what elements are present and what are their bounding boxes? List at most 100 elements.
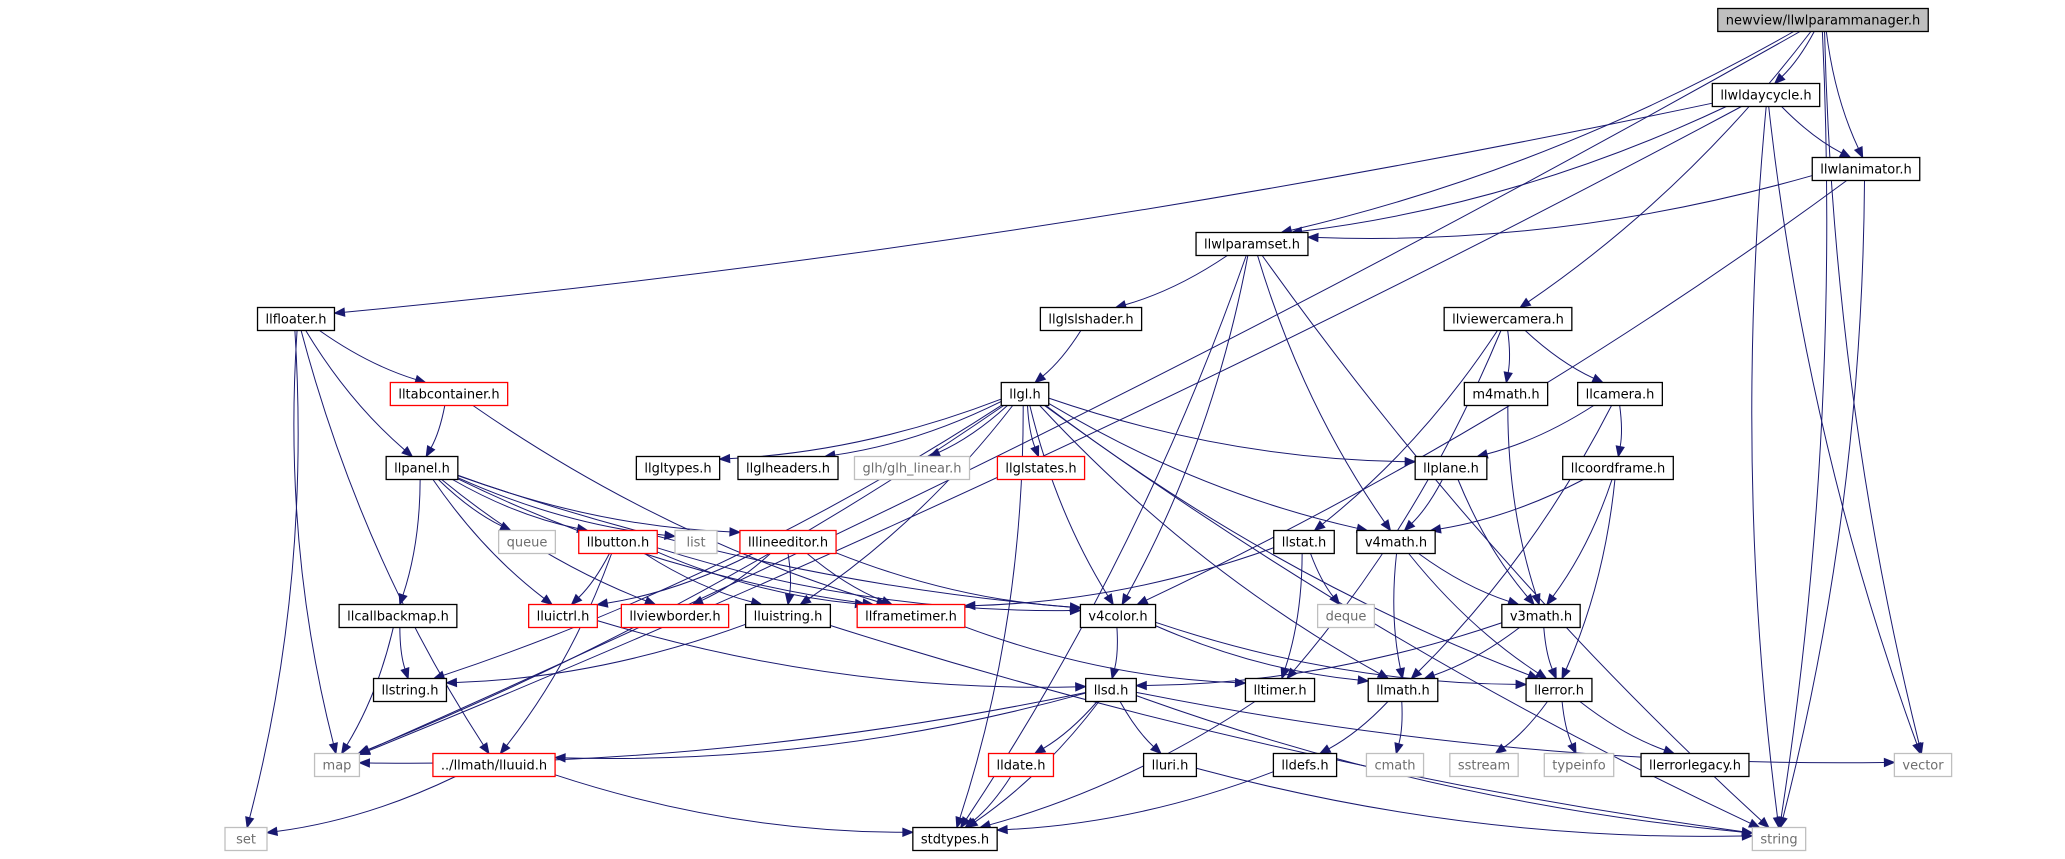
edge-button-to-uictrl xyxy=(570,553,610,606)
node-box xyxy=(1543,752,1615,778)
edge-arrowhead xyxy=(1030,444,1040,458)
node-viewercamera[interactable]: llviewercamera.h xyxy=(1443,306,1573,332)
edge-line xyxy=(644,553,753,603)
edge-v4math-to-llerror xyxy=(1408,553,1548,680)
edge-line xyxy=(1125,255,1228,306)
node-box xyxy=(1414,455,1488,481)
node-list: list xyxy=(674,529,718,555)
node-lldefs[interactable]: lldefs.h xyxy=(1272,752,1338,778)
edge-arrowhead xyxy=(400,667,410,680)
node-camera[interactable]: llcamera.h xyxy=(1577,381,1663,407)
node-box xyxy=(996,455,1086,481)
node-label: llcallbackmap.h xyxy=(347,610,449,625)
edge-arrowhead xyxy=(902,827,915,837)
edge-floater-to-set xyxy=(245,330,299,829)
node-glheaders[interactable]: llglheaders.h xyxy=(737,455,839,481)
node-box xyxy=(1525,677,1593,703)
edge-line xyxy=(319,330,417,381)
edge-line xyxy=(293,330,334,744)
node-floater[interactable]: llfloater.h xyxy=(256,306,336,332)
node-callbackmap[interactable]: llcallbackmap.h xyxy=(338,603,458,629)
node-tabcontainer[interactable]: lltabcontainer.h xyxy=(389,381,509,407)
node-v4math[interactable]: v4math.h xyxy=(1356,529,1436,555)
edge-line xyxy=(1284,553,1303,670)
node-llstring[interactable]: llstring.h xyxy=(372,677,448,703)
node-lldate[interactable]: lldate.h xyxy=(987,752,1055,778)
edge-line xyxy=(1196,767,1743,837)
node-llmath[interactable]: llmath.h xyxy=(1367,677,1439,703)
edge-arrowhead xyxy=(1561,666,1571,680)
edge-line xyxy=(1619,405,1623,447)
node-lluri[interactable]: lluri.h xyxy=(1142,752,1198,778)
edge-camera-to-coordframe xyxy=(1615,405,1625,458)
node-uictrl[interactable]: lluictrl.h xyxy=(528,603,598,629)
node-label: lltabcontainer.h xyxy=(398,388,499,403)
edge-stat-to-timer xyxy=(1280,553,1303,680)
node-root[interactable]: newview/llwlparammanager.h xyxy=(1717,7,1929,33)
node-label: llstat.h xyxy=(1282,536,1327,551)
node-llsd[interactable]: llsd.h xyxy=(1085,677,1137,703)
node-panel[interactable]: llpanel.h xyxy=(385,455,459,481)
edge-arrowhead xyxy=(499,742,511,755)
node-frametimer[interactable]: llframetimer.h xyxy=(856,603,966,629)
edge-panel-to-button xyxy=(452,479,589,534)
node-button[interactable]: llbutton.h xyxy=(578,529,658,555)
node-gltypes[interactable]: llgltypes.h xyxy=(635,455,721,481)
node-paramset[interactable]: llwlparamset.h xyxy=(1195,231,1309,257)
node-timer[interactable]: lltimer.h xyxy=(1244,677,1316,703)
node-glhlinear: glh/glh_linear.h xyxy=(853,455,971,481)
node-uistring[interactable]: lluistring.h xyxy=(744,603,832,629)
node-animator[interactable]: llwlanimator.h xyxy=(1811,156,1921,182)
node-box xyxy=(1711,82,1821,108)
node-label: llmath.h xyxy=(1376,684,1430,699)
edge-arrowhead xyxy=(1150,742,1162,755)
edge-arrowhead xyxy=(425,445,436,458)
node-label: v4math.h xyxy=(1365,536,1427,551)
node-label: llgl.h xyxy=(1009,388,1040,403)
edge-line xyxy=(1155,621,1517,685)
node-glstates[interactable]: llglstates.h xyxy=(996,455,1086,481)
node-label: llviewborder.h xyxy=(629,610,720,625)
node-daycycle[interactable]: llwldaycycle.h xyxy=(1711,82,1821,108)
node-stat[interactable]: llstat.h xyxy=(1273,529,1335,555)
node-label: m4math.h xyxy=(1472,388,1539,403)
edge-arrowhead xyxy=(995,824,1008,835)
node-coordframe[interactable]: llcoordframe.h xyxy=(1562,455,1674,481)
edge-arrowhead xyxy=(265,826,279,837)
node-v4color[interactable]: v4color.h xyxy=(1079,603,1157,629)
node-plane[interactable]: llplane.h xyxy=(1414,455,1488,481)
node-stdtypes[interactable]: stdtypes.h xyxy=(912,826,998,852)
node-llgl[interactable]: llgl.h xyxy=(1000,381,1050,407)
edge-line xyxy=(1146,622,1503,687)
edge-line xyxy=(1007,771,1274,831)
node-label: list xyxy=(686,536,705,551)
node-viewborder[interactable]: llviewborder.h xyxy=(620,603,730,629)
edge-arrowhead xyxy=(1773,72,1786,85)
edge-line xyxy=(1751,106,1779,818)
node-lluuid[interactable]: ../llmath/lluuid.h xyxy=(432,752,556,778)
edge-line xyxy=(1155,625,1359,681)
edge-arrowhead xyxy=(1134,680,1147,691)
edge-arrowhead xyxy=(358,758,371,768)
edge-line xyxy=(964,626,1236,684)
edge-arrowhead xyxy=(1523,593,1535,606)
node-box xyxy=(1449,752,1519,778)
node-errorlegacy[interactable]: llerrorlegacy.h xyxy=(1640,752,1750,778)
edge-lineeditor-to-v4color xyxy=(835,552,1082,612)
edge-arrowhead xyxy=(799,594,812,606)
node-label: set xyxy=(236,833,256,848)
node-label: llglslshader.h xyxy=(1048,313,1133,328)
edge-llgl-to-glhlinear xyxy=(928,405,1008,458)
node-glslshader[interactable]: llglslshader.h xyxy=(1039,306,1143,332)
node-m4math[interactable]: m4math.h xyxy=(1463,381,1549,407)
edge-root-to-vector xyxy=(1824,31,1924,755)
node-llerror[interactable]: llerror.h xyxy=(1525,677,1593,703)
edge-line xyxy=(1457,479,1528,598)
edge-line xyxy=(989,701,1256,826)
node-box xyxy=(856,603,966,629)
edge-arrowhead xyxy=(1567,741,1577,755)
node-lineeditor[interactable]: lllineeditor.h xyxy=(739,529,837,555)
node-v3math[interactable]: v3math.h xyxy=(1501,603,1581,629)
edge-llsd-to-lluuid xyxy=(553,692,1086,763)
edge-line xyxy=(1042,330,1082,377)
